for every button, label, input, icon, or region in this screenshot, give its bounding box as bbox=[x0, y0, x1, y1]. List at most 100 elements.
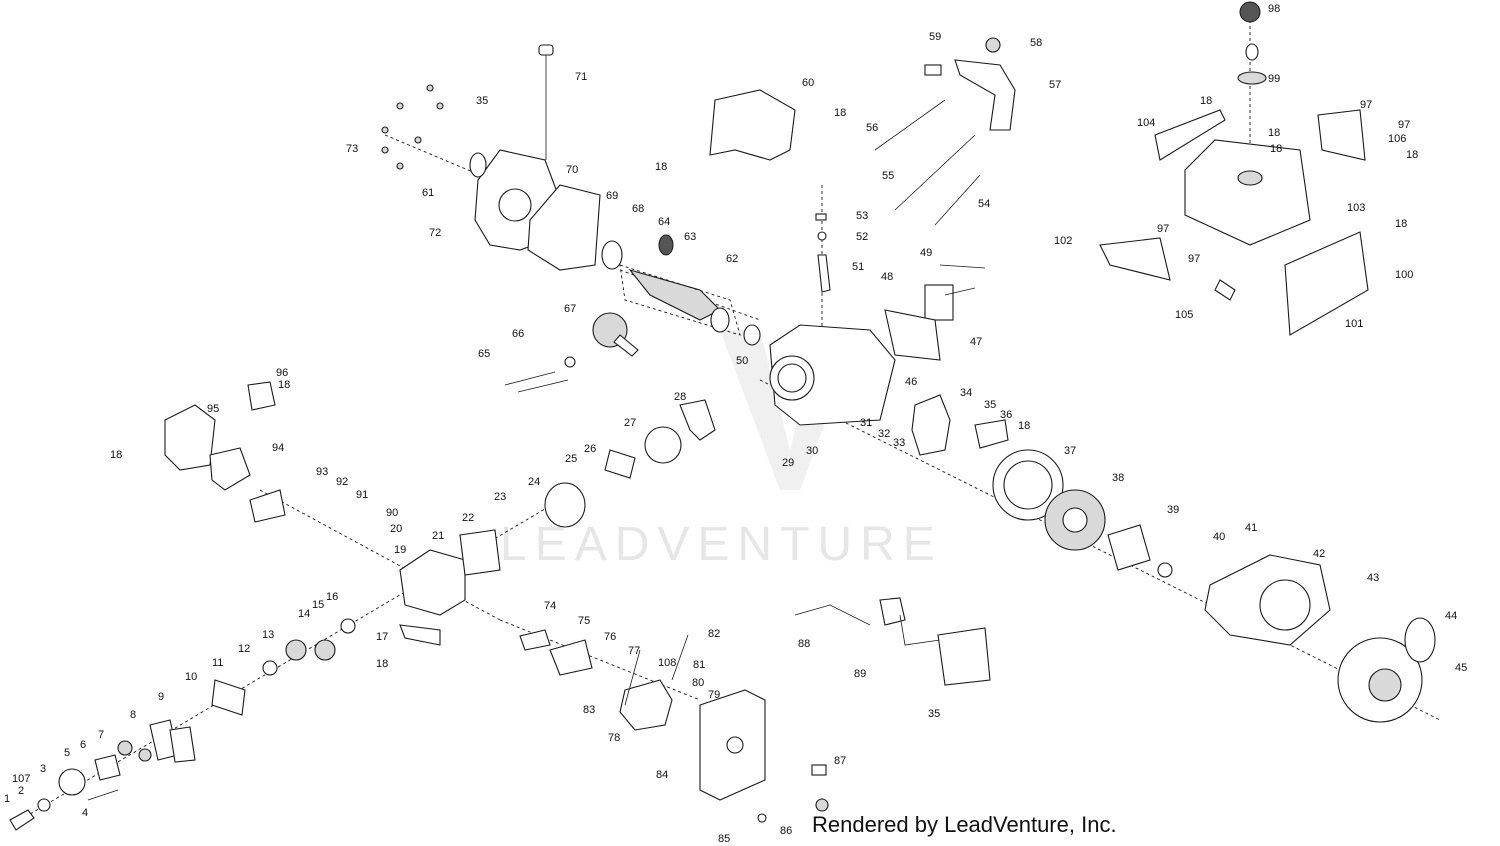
callout-94: 94 bbox=[272, 442, 284, 454]
grommet bbox=[815, 798, 829, 812]
callout-19: 19 bbox=[394, 544, 406, 556]
callout-42: 42 bbox=[1313, 548, 1325, 560]
callout-20: 20 bbox=[390, 523, 402, 535]
callout-23: 23 bbox=[494, 491, 506, 503]
callout-103: 103 bbox=[1347, 202, 1365, 214]
dipstick-cap bbox=[538, 44, 554, 56]
callout-87: 87 bbox=[834, 755, 846, 767]
bolts-group bbox=[381, 84, 444, 170]
spark-plug-wire bbox=[899, 614, 941, 646]
callout-47: 47 bbox=[970, 336, 982, 348]
governor-arm bbox=[817, 254, 831, 293]
callout-12: 12 bbox=[238, 643, 250, 655]
stud bbox=[944, 287, 976, 296]
callout-85: 85 bbox=[718, 833, 730, 845]
callout-78: 78 bbox=[608, 732, 620, 744]
washer bbox=[37, 798, 51, 812]
crankshaft-box bbox=[619, 264, 741, 336]
callout-39: 39 bbox=[1167, 504, 1179, 516]
callout-30: 30 bbox=[806, 445, 818, 457]
callout-18: 18 bbox=[1395, 218, 1407, 230]
governor-spring bbox=[934, 174, 981, 226]
callout-25: 25 bbox=[565, 453, 577, 465]
axis-line bbox=[384, 134, 481, 176]
governor-rod bbox=[894, 134, 976, 211]
plate bbox=[249, 489, 286, 523]
callout-31: 31 bbox=[860, 417, 872, 429]
insulator bbox=[549, 639, 593, 676]
starter-cup bbox=[1107, 524, 1151, 571]
callout-43: 43 bbox=[1367, 572, 1379, 584]
spark-plug-boot bbox=[879, 597, 906, 626]
callout-96: 96 bbox=[276, 367, 288, 379]
callout-26: 26 bbox=[584, 443, 596, 455]
footer-text: Rendered by LeadVenture, Inc. bbox=[812, 812, 1117, 837]
wire-harness bbox=[794, 604, 871, 626]
callout-99: 99 bbox=[1268, 73, 1280, 85]
callout-97: 97 bbox=[1188, 253, 1200, 265]
callout-62: 62 bbox=[726, 253, 738, 265]
adjusting-nut bbox=[117, 740, 133, 756]
recoil-starter-hub bbox=[1368, 668, 1402, 702]
starter-handle bbox=[1404, 617, 1436, 663]
callout-40: 40 bbox=[1213, 531, 1225, 543]
callout-49: 49 bbox=[920, 247, 932, 259]
crankcase bbox=[769, 324, 896, 426]
muffler-outlet bbox=[726, 736, 744, 754]
flywheel-hub bbox=[1003, 460, 1053, 510]
callout-7: 7 bbox=[98, 729, 104, 741]
callout-14: 14 bbox=[298, 608, 310, 620]
callout-98: 98 bbox=[1268, 3, 1280, 15]
callout-106: 106 bbox=[1388, 133, 1406, 145]
tank-bracket bbox=[1317, 109, 1366, 161]
pin bbox=[939, 264, 986, 269]
crankshaft bbox=[628, 268, 721, 321]
oil-seal bbox=[743, 324, 761, 346]
callout-18: 18 bbox=[1200, 95, 1212, 107]
callout-74: 74 bbox=[544, 600, 556, 612]
clip bbox=[815, 213, 827, 221]
callout-107: 107 bbox=[12, 773, 30, 785]
fuel-valve bbox=[1214, 279, 1236, 301]
control-bracket bbox=[164, 404, 216, 471]
callout-76: 76 bbox=[604, 631, 616, 643]
piston-pin bbox=[604, 449, 636, 479]
connector bbox=[811, 764, 827, 776]
callout-35: 35 bbox=[928, 708, 940, 720]
callout-1: 1 bbox=[4, 793, 10, 805]
callout-15: 15 bbox=[312, 599, 324, 611]
bearing bbox=[601, 240, 623, 270]
callout-69: 69 bbox=[606, 190, 618, 202]
connecting-rod bbox=[679, 399, 716, 441]
callout-35: 35 bbox=[984, 399, 996, 411]
valve-spring bbox=[314, 639, 336, 661]
callout-38: 38 bbox=[1112, 472, 1124, 484]
callout-86: 86 bbox=[780, 825, 792, 837]
camshaft bbox=[613, 334, 639, 357]
callout-35: 35 bbox=[476, 95, 488, 107]
tank-bracket bbox=[1154, 109, 1226, 161]
valve-spring-retainer bbox=[285, 639, 307, 661]
gasket bbox=[527, 184, 601, 271]
callout-13: 13 bbox=[262, 629, 274, 641]
callout-65: 65 bbox=[478, 348, 490, 360]
callout-77: 77 bbox=[628, 645, 640, 657]
callout-18: 18 bbox=[655, 161, 667, 173]
deflector bbox=[399, 624, 441, 646]
blower-housing-opening bbox=[1259, 579, 1311, 631]
callout-41: 41 bbox=[1245, 522, 1257, 534]
tappet bbox=[564, 356, 576, 368]
callout-16: 16 bbox=[326, 591, 338, 603]
callout-92: 92 bbox=[336, 476, 348, 488]
callout-34: 34 bbox=[960, 387, 972, 399]
fuel-cap-gasket bbox=[1245, 43, 1259, 61]
callout-45: 45 bbox=[1455, 662, 1467, 674]
callout-18: 18 bbox=[376, 658, 388, 670]
push-rod bbox=[504, 371, 556, 386]
axis-line bbox=[759, 379, 1441, 721]
callout-5: 5 bbox=[64, 747, 70, 759]
callout-18: 18 bbox=[834, 107, 846, 119]
callout-66: 66 bbox=[512, 328, 524, 340]
callout-95: 95 bbox=[207, 403, 219, 415]
callout-70: 70 bbox=[566, 164, 578, 176]
